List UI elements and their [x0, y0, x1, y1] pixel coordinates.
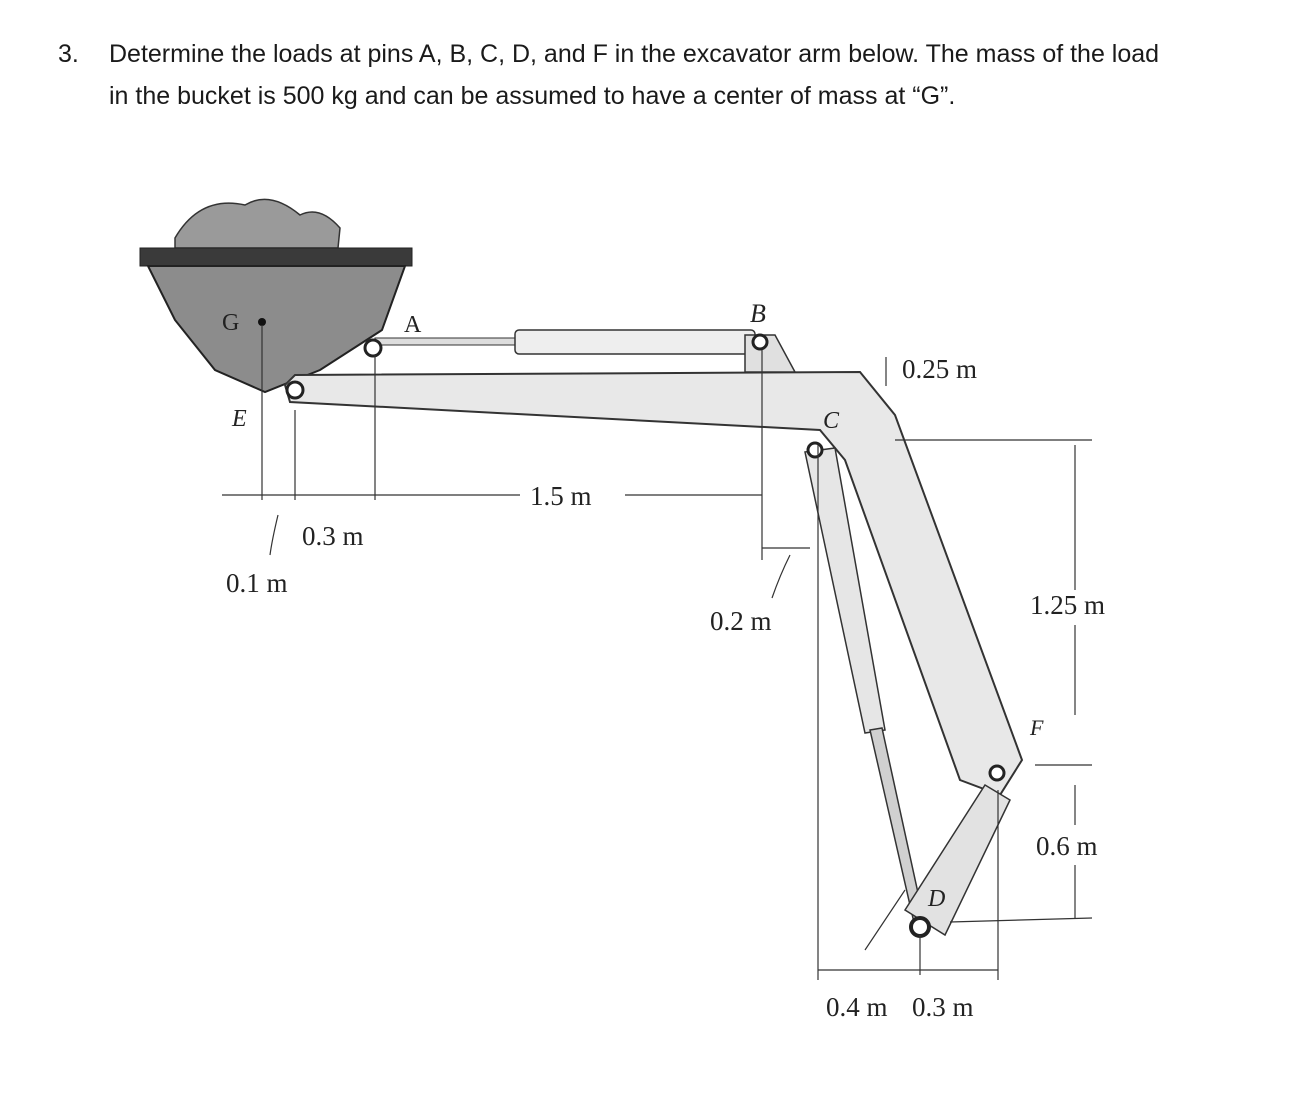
- cylinder-barrel-ab: [514, 329, 756, 355]
- bucket-load: [174, 198, 341, 249]
- main-boom: [283, 370, 1024, 797]
- pin-d: [909, 916, 931, 938]
- problem-text-line-1: Determine the loads at pins A, B, C, D, …: [109, 40, 1160, 68]
- pin-c: [806, 441, 824, 459]
- label-f: F: [1029, 715, 1044, 740]
- pin-f: [988, 764, 1006, 782]
- label-a: A: [404, 312, 422, 338]
- cylinder-ab: [374, 329, 756, 355]
- label-g: G: [222, 310, 239, 336]
- bucket-body: [146, 265, 407, 394]
- label-d: D: [927, 886, 945, 912]
- dim-1-25m: 1.25 m: [1030, 590, 1105, 620]
- pin-a: [363, 338, 383, 358]
- dim-0-25m: 0.25 m: [902, 354, 977, 384]
- dim-0-3m-bucket: 0.3 m: [302, 521, 364, 551]
- cylinder-barrel-cd: [804, 447, 886, 734]
- rod-ab: [374, 337, 521, 346]
- pin-b: [751, 333, 769, 351]
- bucket: [139, 198, 413, 394]
- lower-link: [903, 783, 1011, 937]
- dim-0-1m: 0.1 m: [226, 568, 288, 598]
- pin-e: [285, 380, 305, 400]
- dim-0-3m-base: 0.3 m: [912, 992, 974, 1022]
- bucket-rim: [139, 247, 413, 267]
- label-b: B: [750, 299, 766, 328]
- center-of-mass-dot: [258, 318, 266, 326]
- dim-0-2m: 0.2 m: [710, 606, 772, 636]
- problem-number: 3.: [58, 40, 79, 68]
- dim-0-6m: 0.6 m: [1036, 831, 1098, 861]
- problem-text-line-2: in the bucket is 500 kg and can be assum…: [109, 82, 956, 110]
- ground-hatch-line: [864, 889, 906, 951]
- dim-1-5m: 1.5 m: [530, 481, 592, 511]
- dimension-lines: [222, 325, 1093, 980]
- label-e: E: [231, 406, 247, 432]
- label-c: C: [823, 408, 840, 434]
- dim-0-4m: 0.4 m: [826, 992, 888, 1022]
